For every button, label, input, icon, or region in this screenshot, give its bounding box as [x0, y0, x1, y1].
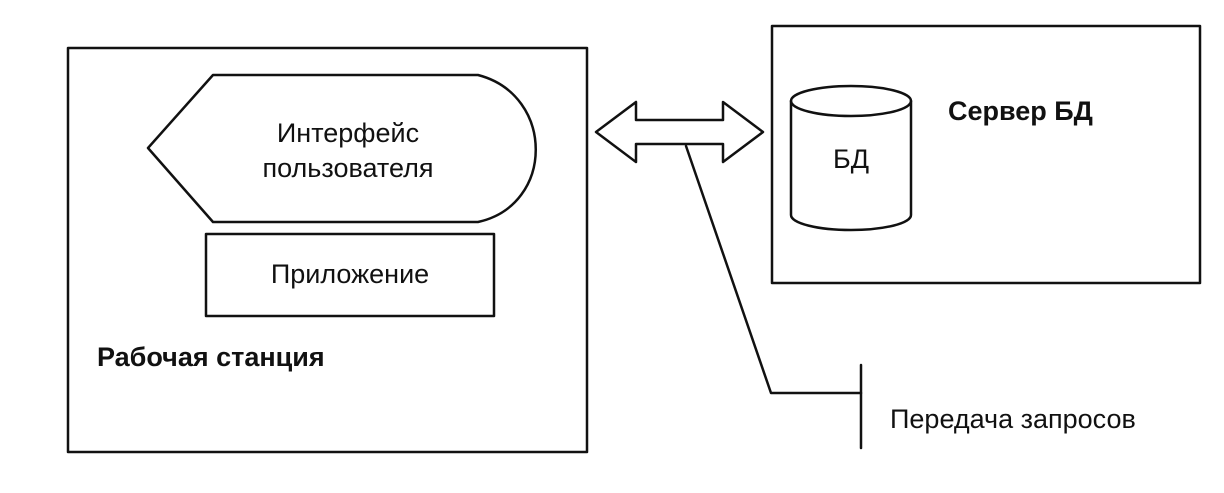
- user-interface-shape: [146, 73, 537, 224]
- application-label: Приложение: [270, 259, 430, 289]
- query-transfer-label: Передача запросов: [890, 404, 1136, 434]
- user-interface-label-line2: пользователя: [262, 153, 434, 183]
- database-label: БД: [832, 144, 869, 174]
- application-box: [204, 232, 496, 318]
- workstation-box: [66, 46, 589, 454]
- user-interface-label-line1: Интерфейс: [276, 118, 420, 148]
- database-cylinder: [789, 84, 913, 232]
- leader-line: [684, 144, 863, 395]
- server-title: Сервер БД: [948, 96, 1093, 126]
- double-arrow: [594, 100, 765, 164]
- server-box: [770, 24, 1202, 285]
- workstation-title: Рабочая станция: [97, 342, 325, 372]
